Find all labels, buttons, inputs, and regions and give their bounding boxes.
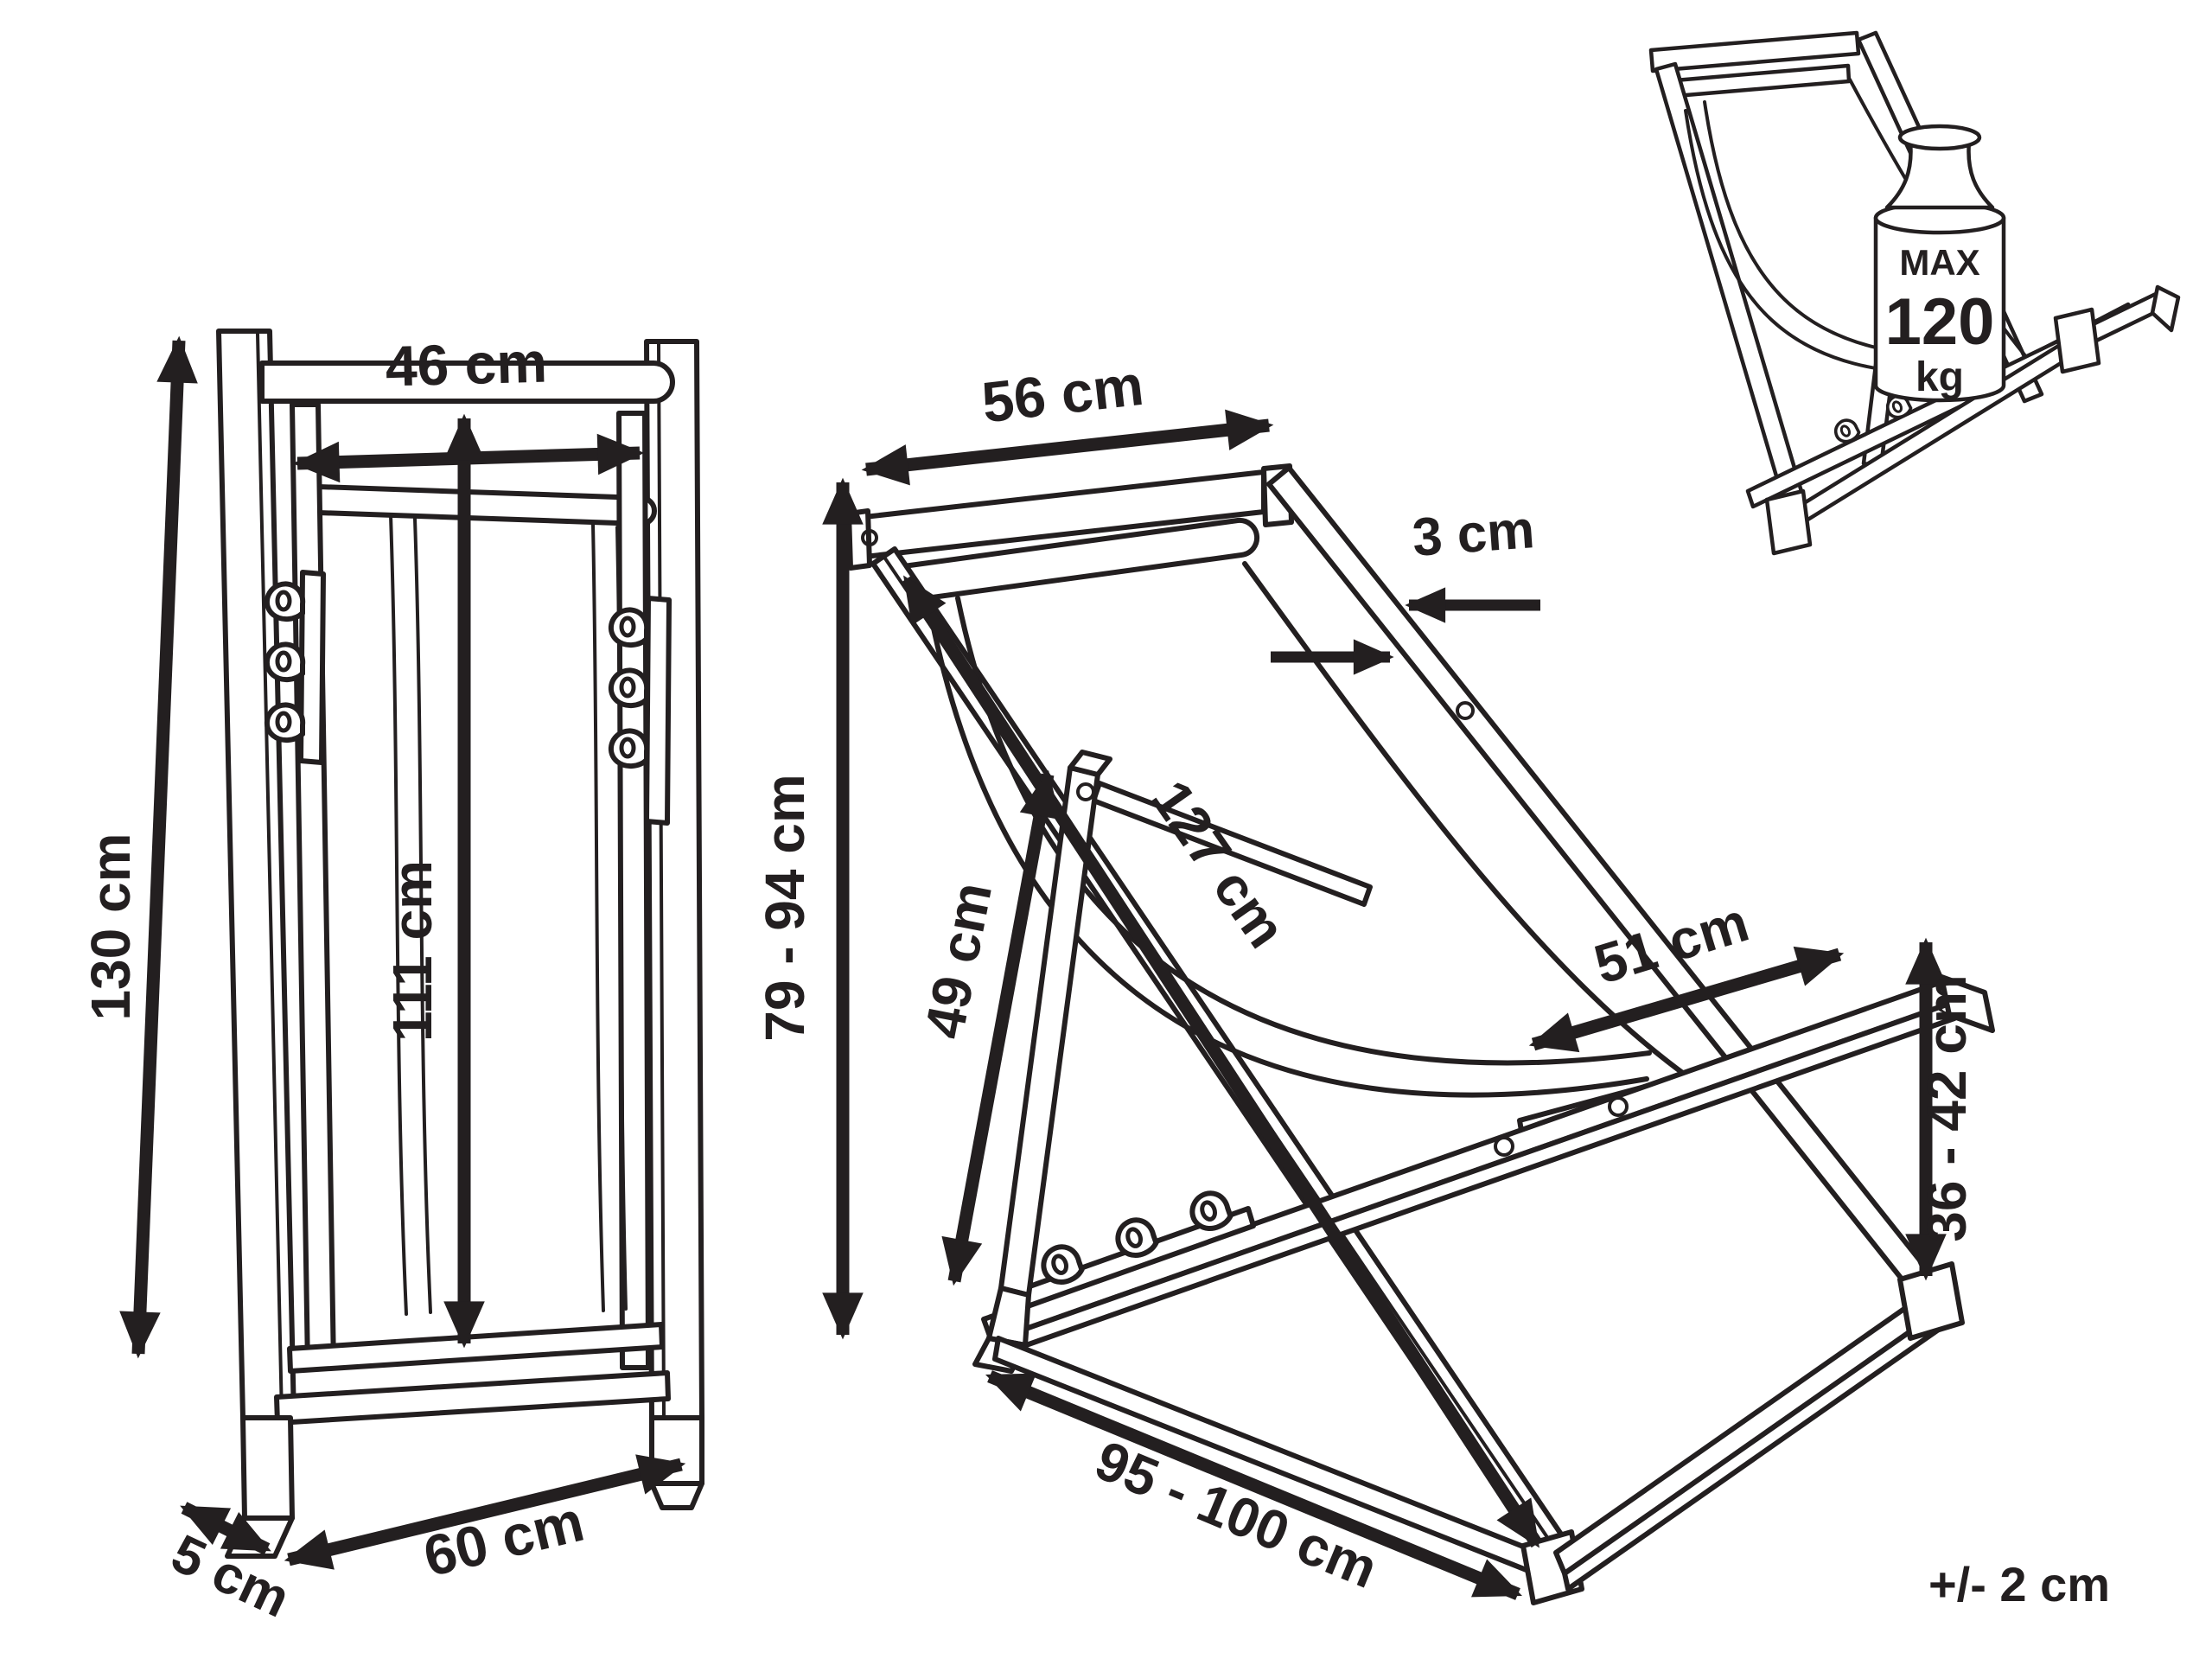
folded-bottom-bar	[287, 1322, 665, 1374]
folded-second-bar	[291, 483, 657, 526]
small-head-bar	[1648, 30, 1861, 73]
open-armrest-tip	[1939, 974, 1995, 1033]
small-fabric-roll	[1662, 63, 1852, 99]
folded-inner-height-label: 111 cm	[381, 860, 443, 1042]
open-bottom-cross-bar-3d	[1562, 1305, 1951, 1592]
open-leg-length-arrow	[941, 769, 1061, 1286]
tolerance-note: +/- 2 cm	[1928, 1557, 2110, 1611]
bolt-icon	[1608, 1096, 1629, 1117]
folded-chair-drawing: 46 cm 111 cm 130 cm 60 cm 5 cm	[80, 329, 704, 1630]
fabric-edge	[591, 522, 605, 1312]
folded-depth-arrow	[180, 1502, 271, 1555]
folded-top-width-label: 46 cm	[385, 330, 548, 399]
small-left-rail	[1654, 61, 1807, 511]
max-load-unit: kg	[1916, 354, 1964, 400]
small-armrest-tip	[2150, 284, 2181, 333]
open-top-width-label: 56 cm	[979, 353, 1146, 435]
hook-icon	[611, 670, 647, 705]
folded-left-rail	[216, 329, 296, 1420]
open-height-range-label: 79 - 94 cm	[754, 774, 816, 1042]
open-seat-rail-3d-face	[989, 1001, 1957, 1358]
kettlebell-weight-icon: MAX 120 kg	[1873, 124, 2006, 403]
small-left-foot	[1764, 488, 1813, 556]
weight-neck	[1884, 139, 1995, 210]
open-frame-thickness-label: 3 cm	[1411, 500, 1537, 568]
max-load-chair-drawing: MAX 120 kg	[1648, 30, 2181, 556]
open-front-leg-cap	[1068, 750, 1112, 777]
fabric-edge	[413, 517, 432, 1314]
hook-icon	[267, 705, 303, 740]
weight-flange	[1897, 124, 1982, 151]
hook-icon	[267, 584, 303, 619]
folded-total-height-label: 130 cm	[80, 833, 142, 1020]
weight-body	[1873, 215, 2006, 403]
open-chair-drawing: 56 cm 3 cm 79 - 94 cm 49 cm 127 cm 51 cm…	[754, 353, 1995, 1605]
folded-right-rail	[644, 339, 704, 1420]
open-bottom-cross-bar	[1553, 1284, 1947, 1576]
open-seat-height-label: 36 - 42 cm	[1916, 974, 1978, 1242]
folded-bottom-width-arrow	[284, 1454, 686, 1570]
folded-right-rail-edge	[657, 342, 666, 1418]
open-head-bar-left-end	[846, 508, 872, 571]
fabric-edge	[1242, 561, 1690, 1079]
small-right-foot	[2053, 307, 2101, 374]
folded-left-hook-rack	[298, 570, 326, 765]
open-seat-armrest-rail	[981, 979, 1952, 1343]
hook-icon	[267, 644, 303, 680]
max-load-label: MAX	[1899, 242, 1979, 283]
folded-total-height-arrow	[119, 335, 198, 1359]
open-armrest-length-arrow	[1528, 946, 1845, 1053]
folded-left-rail-edge	[256, 332, 284, 1418]
open-ground-depth-arrow	[985, 1370, 1522, 1600]
folded-right-hook-rack	[644, 596, 672, 826]
open-leg-length-label: 49 cm	[913, 877, 1004, 1043]
folded-left-foot	[240, 1415, 295, 1521]
folded-base-bar	[274, 1370, 671, 1426]
fabric-edge	[389, 514, 408, 1316]
hook-icon	[611, 609, 647, 645]
open-top-width-arrow	[861, 409, 1274, 486]
max-load-value: 120	[1885, 285, 1995, 359]
folded-top-bar	[259, 361, 675, 404]
folded-inner-left-rail	[290, 402, 336, 1370]
hook-icon	[611, 731, 647, 766]
folded-right-foot-step	[649, 1481, 704, 1510]
open-front-leg-foot	[986, 1286, 1031, 1348]
